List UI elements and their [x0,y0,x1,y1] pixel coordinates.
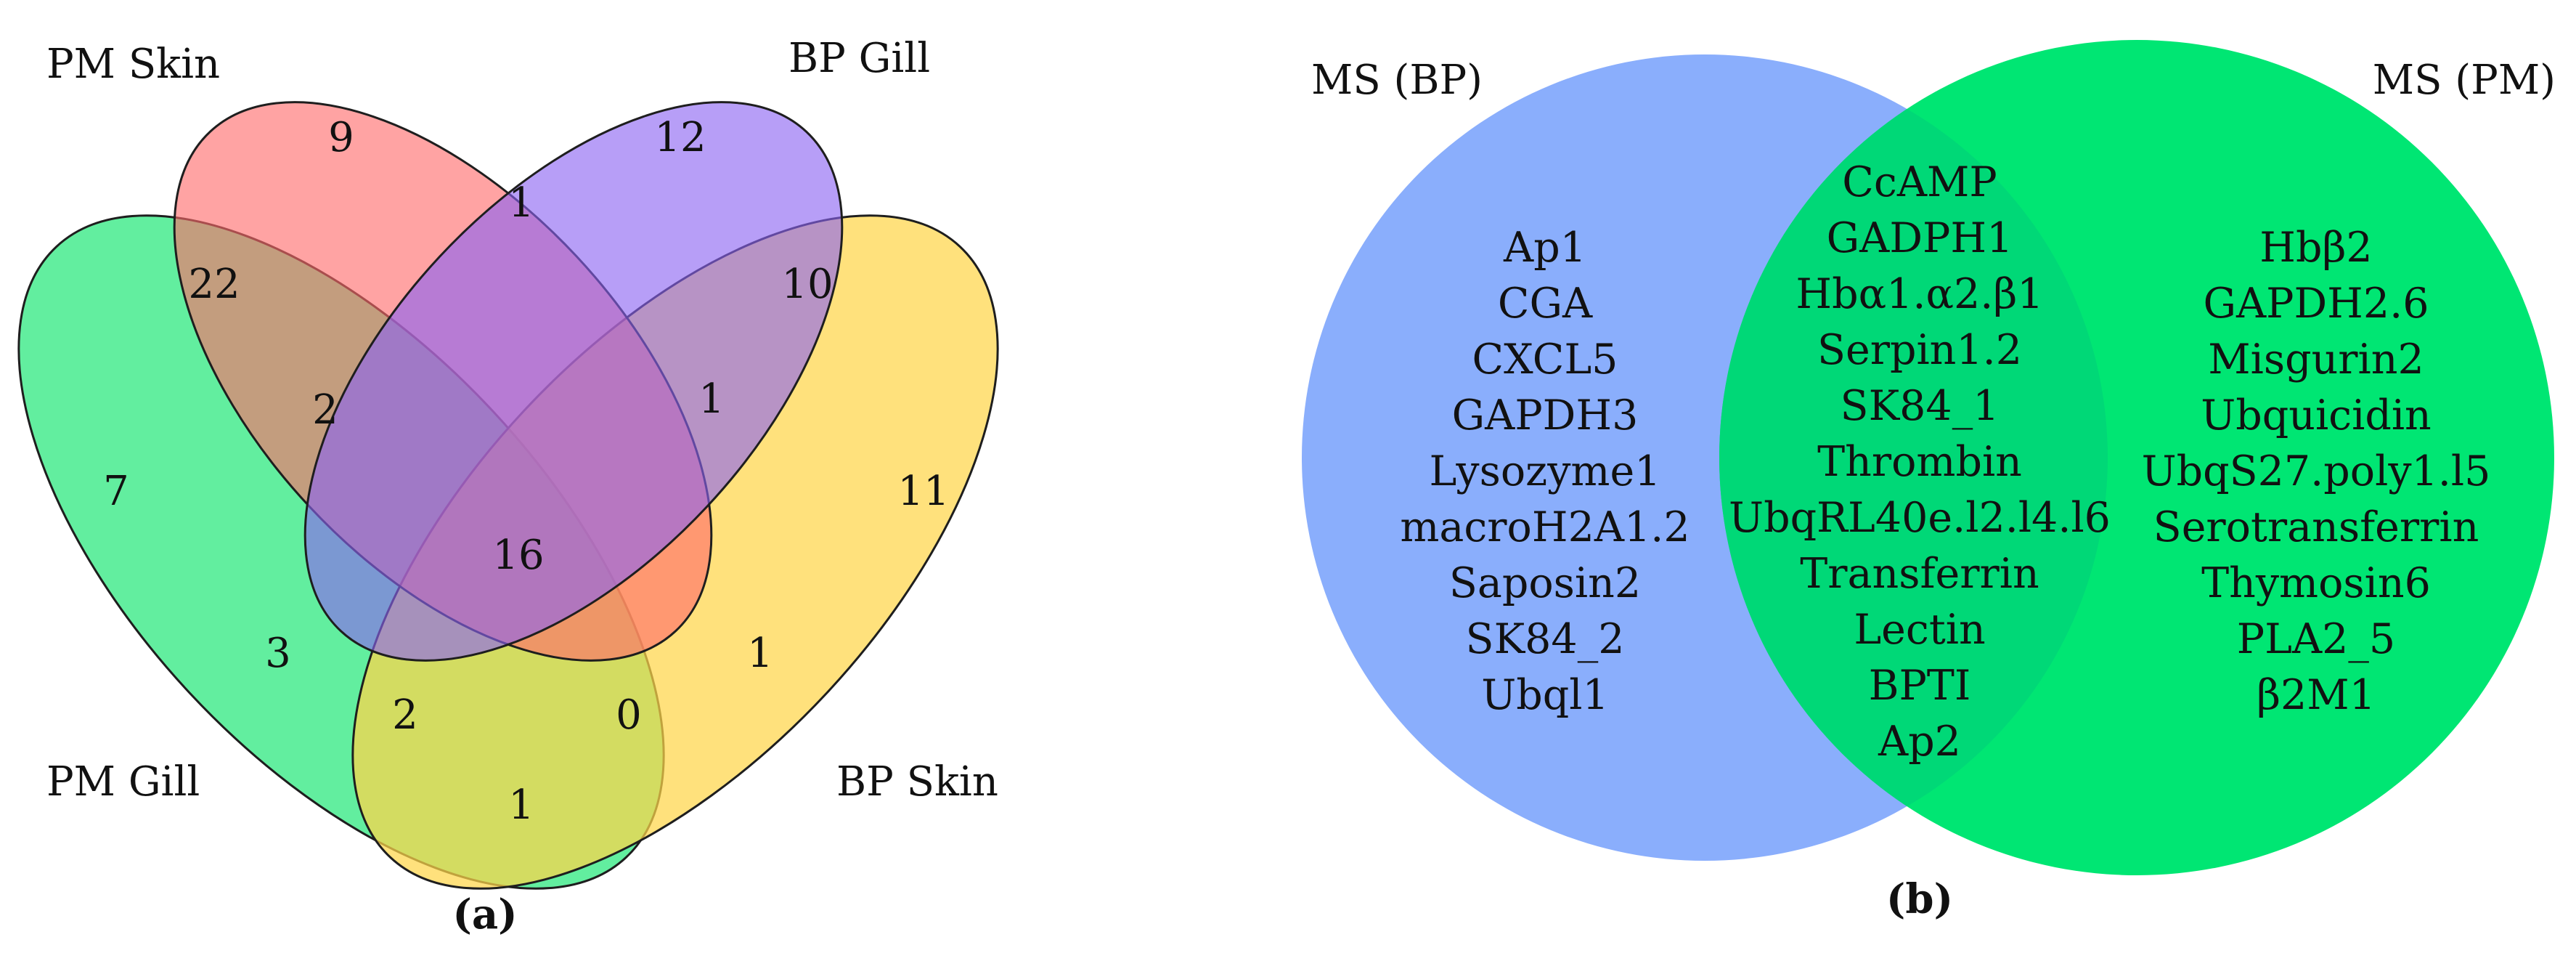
gene-label: Saposin2 [1449,559,1641,607]
gene-label: SK84_1 [1841,382,2000,430]
gene-label: CXCL5 [1472,336,1618,384]
caption-b: (b) [1886,875,1953,923]
gene-label: BPTI [1869,662,1971,710]
label-ms-pm: MS (PM) [2373,57,2556,104]
gene-label: Thrombin [1817,438,2022,486]
gene-label: Hbα1.α2.β1 [1796,270,2043,318]
gene-label: UbqS27.poly1.l5 [2142,447,2491,495]
gene-label: Ubql1 [1481,671,1609,719]
count-pm-gill-only: 7 [103,468,129,515]
gene-label: GAPDH2.6 [2203,280,2429,328]
gene-label: GAPDH3 [1452,392,1639,439]
overlap-region [1719,54,2108,861]
gene-label: Ap1 [1503,224,1586,272]
count-pm-gill-bp-skin: 1 [508,782,534,829]
label-pm-skin: PM Skin [46,41,220,88]
gene-label: Ap2 [1878,718,1961,766]
gene-label: Serpin1.2 [1817,326,2022,374]
count-pm-skin-only: 9 [328,114,354,161]
gene-label: CcAMP [1842,158,1997,206]
count-pm-skin-bp-skin: 1 [747,630,773,677]
count-pm-skin-pm-gill-bp-skin: 2 [392,692,418,739]
count-bp-gill-pm-gill: 3 [265,630,291,677]
count-pm-skin-pm-gill: 22 [188,261,240,308]
gene-label: Ubquicidin [2201,392,2432,439]
gene-label: SK84_2 [1466,615,1625,663]
gene-label: UbqRL40e.l2.l4.l6 [1729,494,2111,542]
ms-pm-only-list: Hbβ2GAPDH2.6Misgurin2UbquicidinUbqS27.po… [2142,224,2491,719]
gene-label: Misgurin2 [2208,336,2424,384]
count-bp-gill-only: 12 [654,114,706,161]
label-bp-gill: BP Gill [788,35,930,82]
caption-a: (a) [452,891,517,938]
venn-four-set: PM Skin BP Gill PM Gill BP Skin 9 12 1 2… [17,35,999,938]
gene-label: PLA2_5 [2237,615,2395,663]
gene-label: macroH2A1.2 [1400,503,1690,551]
count-bp-skin-only: 11 [897,468,949,515]
count-bp-gill-bp-skin: 10 [781,261,833,308]
gene-label: CGA [1498,280,1593,328]
count-bp-gill-pm-gill-bp-skin: 0 [616,692,642,739]
gene-label: Hbβ2 [2259,224,2372,272]
label-ms-bp: MS (BP) [1311,57,1483,104]
gene-label: Lectin [1854,606,1985,654]
set-bp-gill-ellipse [303,101,844,662]
gene-label: β2M1 [2257,671,2376,719]
gene-label: GADPH1 [1827,214,2013,262]
label-pm-gill: PM Gill [46,758,200,806]
shared-list: CcAMP GADPH1Hbα1.α2.β1Serpin1.2SK84_1Thro… [1729,158,2111,766]
gene-label: Thymosin6 [2201,559,2431,607]
count-pm-skin-bp-gill: 1 [508,179,534,227]
gene-label: Lysozyme1 [1430,447,1661,495]
count-pm-skin-bp-gill-bp-skin: 1 [698,376,725,423]
label-bp-skin: BP Skin [836,758,998,806]
count-pm-skin-bp-gill-pm-gill: 2 [312,386,338,434]
count-all-four: 16 [492,532,544,579]
gene-label: Transferrin [1800,550,2039,598]
gene-label: Serotransferrin [2153,503,2479,551]
